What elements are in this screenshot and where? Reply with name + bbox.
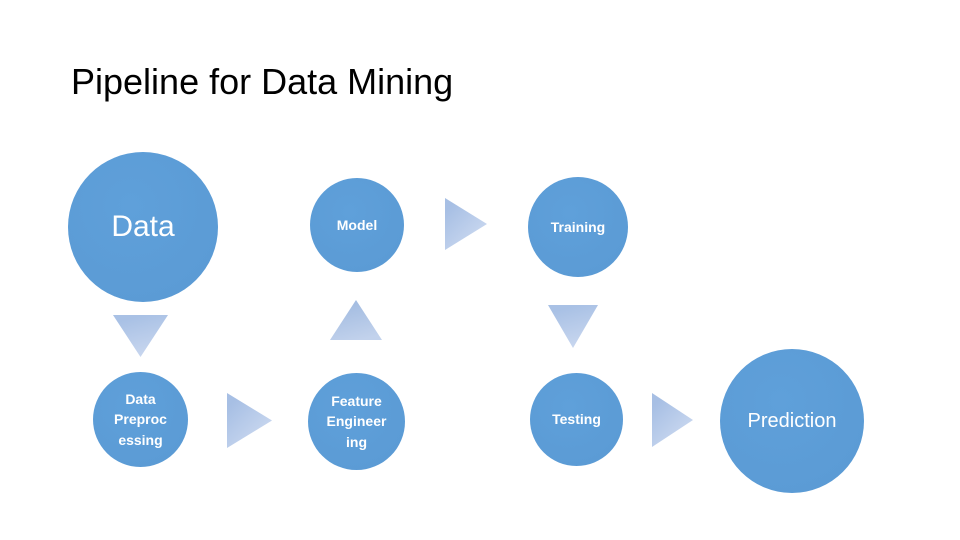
down-arrow-icon — [548, 305, 598, 348]
node-model: Model — [310, 178, 404, 272]
node-testing: Testing — [530, 373, 623, 466]
node-data-label: Data — [111, 210, 175, 243]
node-data: Data — [68, 152, 218, 302]
node-prediction-label: Prediction — [747, 409, 837, 432]
node-prediction: Prediction — [720, 349, 864, 493]
down-arrow-icon — [113, 315, 168, 357]
node-feature-engineering-label: Feature Engineer ing — [326, 393, 387, 450]
right-arrow-icon — [445, 198, 487, 250]
node-data-preprocessing: Data Preproc essing — [93, 372, 188, 467]
up-arrow-icon — [330, 300, 382, 340]
right-arrow-icon — [652, 393, 693, 447]
node-data-preprocessing-label: Data Preproc essing — [114, 391, 167, 448]
node-testing-label: Testing — [552, 411, 601, 428]
page-title: Pipeline for Data Mining — [71, 61, 454, 102]
node-feature-engineering: Feature Engineer ing — [308, 373, 405, 470]
node-training-label: Training — [550, 218, 606, 235]
node-training: Training — [528, 177, 628, 277]
right-arrow-icon — [227, 393, 272, 448]
node-model-label: Model — [336, 216, 378, 233]
